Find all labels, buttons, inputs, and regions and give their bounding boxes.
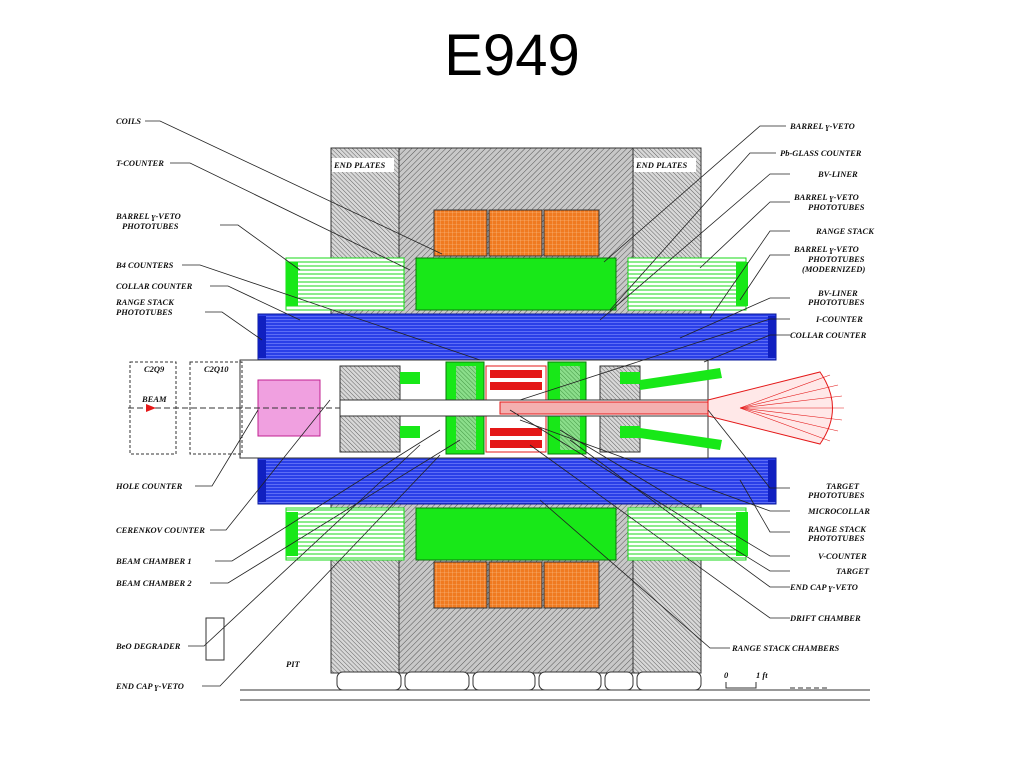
label-end-cap-veto-right: END CAP ɣ-VETO xyxy=(789,582,858,592)
label-bv-liner-phototubes-1: BV-LINER xyxy=(817,288,858,298)
label-barrel-veto-modernized-1: BARREL ɣ-VETO xyxy=(793,244,859,254)
label-barrel-veto-modernized-3: (MODERNIZED) xyxy=(802,264,865,274)
labels-right: BARREL ɣ-VETO Pb-GLASS COUNTER BV-LINER … xyxy=(731,121,875,653)
label-beo-degrader: BeO DEGRADER xyxy=(115,641,181,651)
label-coils: COILS xyxy=(116,116,141,126)
label-drift-chamber: DRIFT CHAMBER xyxy=(789,613,861,623)
label-range-stack-phototubes-1: RANGE STACK xyxy=(115,297,175,307)
label-target-phototubes-1: TARGET xyxy=(826,481,860,491)
label-end-plates-left: END PLATES xyxy=(333,160,386,170)
label-beam: BEAM xyxy=(141,394,167,404)
label-pb-glass-counter: Pb-GLASS COUNTER xyxy=(780,148,862,158)
label-bv-liner: BV-LINER xyxy=(817,169,858,179)
barrel-veto-bottom xyxy=(285,507,748,561)
label-pit: PIT xyxy=(286,659,301,669)
label-collar-counter-right: COLLAR COUNTER xyxy=(790,330,867,340)
label-hole-counter: HOLE COUNTER xyxy=(115,481,183,491)
label-scale-0: 0 xyxy=(724,670,729,680)
label-cerenkov-counter: CERENKOV COUNTER xyxy=(116,525,205,535)
label-range-stack: RANGE STACK xyxy=(815,226,875,236)
slide-title: E949 xyxy=(444,23,580,88)
label-v-counter: V-COUNTER xyxy=(818,551,867,561)
label-t-counter: T-COUNTER xyxy=(116,158,164,168)
labels-inner: END PLATES END PLATES C2Q9 C2Q10 BEAM PI… xyxy=(141,160,768,680)
label-collar-counter: COLLAR COUNTER xyxy=(116,281,193,291)
range-stack-bottom xyxy=(257,457,777,505)
leader-lines-right xyxy=(509,125,790,649)
range-stack-top xyxy=(257,313,777,361)
label-barrel-veto-phototubes-2: PHOTOTUBES xyxy=(122,221,179,231)
label-range-stack-phototubes-r2: PHOTOTUBES xyxy=(808,533,865,543)
label-bv-liner-phototubes-2: PHOTOTUBES xyxy=(808,297,865,307)
label-scale-1ft: 1 ft xyxy=(756,670,768,680)
label-i-counter: I-COUNTER xyxy=(815,314,863,324)
barrel-veto-top xyxy=(285,257,748,311)
coils-bottom xyxy=(433,561,600,609)
label-barrel-veto-modernized-2: PHOTOTUBES xyxy=(808,254,865,264)
central-region xyxy=(239,359,844,459)
label-range-stack-chambers: RANGE STACK CHAMBERS xyxy=(731,643,840,653)
label-beam-chamber-2: BEAM CHAMBER 2 xyxy=(115,578,192,588)
label-barrel-veto: BARREL ɣ-VETO xyxy=(789,121,855,131)
label-target-phototubes-2: PHOTOTUBES xyxy=(808,490,865,500)
label-barrel-veto-phototubes-1: BARREL ɣ-VETO xyxy=(793,192,859,202)
label-range-stack-phototubes-r1: RANGE STACK xyxy=(807,524,867,534)
beam-line xyxy=(128,361,340,455)
label-beam-chamber-1: BEAM CHAMBER 1 xyxy=(115,556,192,566)
leader-lines-left xyxy=(145,120,481,687)
label-microcollar: MICROCOLLAR xyxy=(807,506,870,516)
label-end-plates-right: END PLATES xyxy=(635,160,688,170)
label-c2q9: C2Q9 xyxy=(144,364,165,374)
label-barrel-veto-phototubes-2: PHOTOTUBES xyxy=(808,202,865,212)
labels-left: COILS T-COUNTER BARREL ɣ-VETO PHOTOTUBES… xyxy=(115,116,205,691)
label-barrel-veto-phototubes-1: BARREL ɣ-VETO xyxy=(115,211,181,221)
coils-top xyxy=(433,209,600,257)
label-end-cap-veto-left: END CAP ɣ-VETO xyxy=(115,681,184,691)
label-target: TARGET xyxy=(836,566,870,576)
label-b4-counters: B4 COUNTERS xyxy=(115,260,174,270)
label-c2q10: C2Q10 xyxy=(204,364,229,374)
label-range-stack-phototubes-2: PHOTOTUBES xyxy=(116,307,173,317)
floor xyxy=(205,617,870,701)
